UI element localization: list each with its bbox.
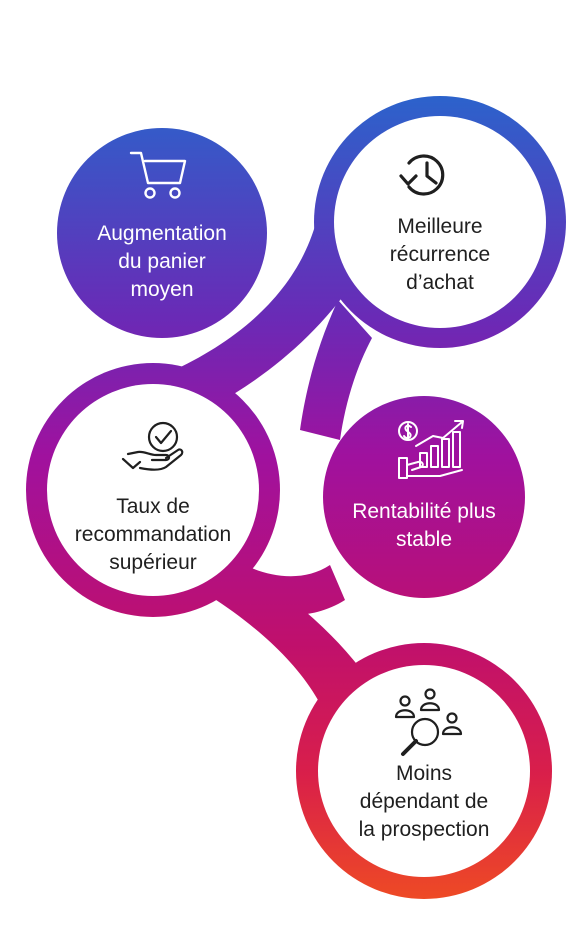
label-augmentation: Augmentation du panier moyen (62, 220, 262, 304)
label-line: Meilleure (397, 215, 483, 238)
shopping-cart-icon (129, 151, 187, 199)
label-line: Taux de (116, 495, 190, 518)
node-augmentation (57, 128, 267, 338)
label-line: dépendant de (359, 790, 489, 813)
label-line: recommandation (74, 523, 232, 546)
label-line: stable (395, 528, 453, 551)
history-clock-icon (399, 154, 445, 196)
node-recommandation (26, 363, 280, 617)
label-line: supérieur (109, 551, 197, 574)
connector-shapes (170, 215, 372, 700)
label-line: Moins (395, 762, 453, 785)
node-rentabilite (323, 396, 525, 598)
label-recommandation: Taux de recommandation supérieur (48, 493, 258, 577)
label-prospection: Moins dépendant de la prospection (324, 760, 524, 844)
label-line: du panier (118, 250, 206, 273)
label-line: récurrence (389, 243, 491, 266)
label-line: la prospection (358, 818, 490, 841)
label-line: Rentabilité plus (352, 500, 496, 523)
label-line: Augmentation (97, 222, 227, 245)
growth-chart-icon (398, 420, 464, 479)
node-prospection (296, 643, 552, 899)
label-rentabilite: Rentabilité plus stable (324, 498, 524, 554)
hand-check-icon (121, 421, 184, 471)
node-recurrence (314, 96, 566, 348)
label-recurrence: Meilleure récurrence d’achat (340, 213, 540, 297)
label-line: moyen (130, 278, 194, 301)
label-line: d’achat (406, 271, 474, 294)
people-search-icon (394, 688, 463, 756)
